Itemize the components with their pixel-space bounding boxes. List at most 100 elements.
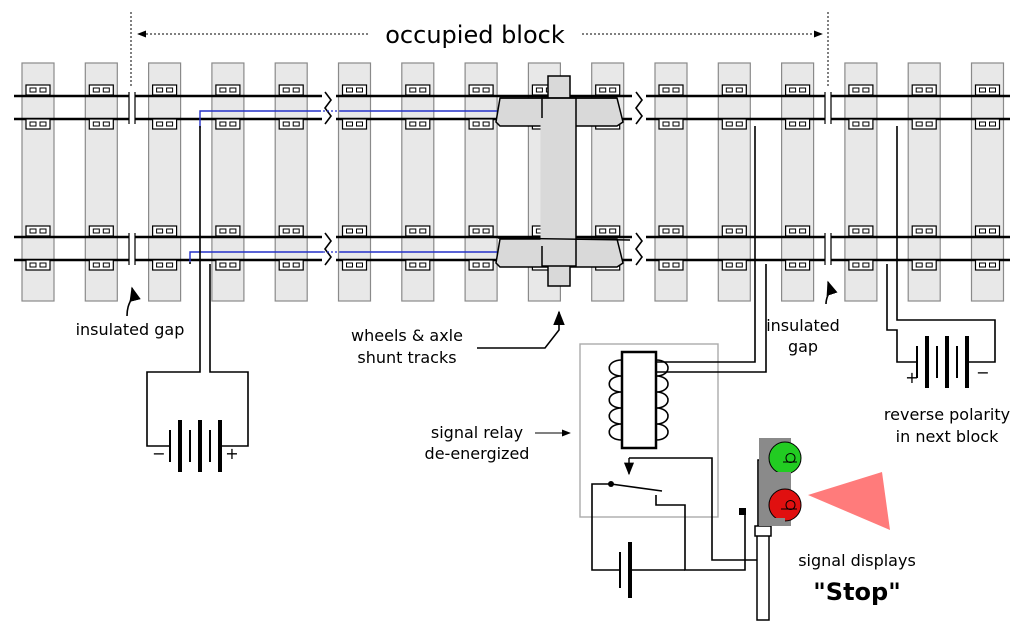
clip-bolt — [356, 87, 363, 93]
clip-bolt — [409, 121, 417, 127]
clip-bolt — [356, 228, 363, 234]
signal-label: signal displays — [798, 551, 916, 570]
clip-bolt — [599, 87, 607, 93]
green-lamp — [768, 441, 802, 475]
insulated-gap-right-label-line1: insulated — [766, 316, 840, 335]
clip-bolt — [419, 228, 427, 234]
rail-clip — [88, 259, 114, 271]
clip-bolt — [419, 87, 427, 93]
clip-bolt — [735, 228, 743, 234]
insulated-gap-right-callout: insulated gap — [766, 280, 840, 356]
clip-bolt — [662, 262, 670, 268]
clip-bolt — [799, 228, 807, 234]
clip-bolt — [29, 87, 37, 93]
clip-bolt — [735, 87, 743, 93]
clip-bolt — [166, 87, 174, 93]
signal-light-beam — [808, 472, 890, 530]
rail-clip — [215, 118, 241, 130]
rail-clip — [974, 118, 1001, 130]
clip-bolt — [39, 121, 47, 127]
clip-bolt — [292, 262, 300, 268]
wheels-callout: wheels & axle shunt tracks — [351, 310, 565, 367]
clip-bolt — [102, 87, 110, 93]
insulated-gap-left-callout: insulated gap — [76, 286, 185, 339]
clip-bolt — [925, 262, 933, 268]
rail-clip — [152, 118, 178, 130]
rail-clip — [721, 259, 747, 271]
clip-bolt — [799, 262, 807, 268]
clip-bolt — [419, 121, 427, 127]
clip-bolt — [799, 121, 807, 127]
clip-bolt — [482, 262, 490, 268]
rail-clip — [468, 84, 494, 96]
occupied-block-label: occupied block — [385, 21, 565, 49]
rail-clips — [25, 84, 1001, 271]
clip-bolt — [852, 228, 860, 234]
clip-bolt — [92, 228, 100, 234]
wheels-label-line2: shunt tracks — [357, 348, 456, 367]
red-lamp — [768, 488, 802, 522]
clip-bolt — [419, 262, 427, 268]
clip-bolt — [979, 87, 986, 93]
wheelset — [495, 75, 631, 287]
clip-bolt — [672, 262, 680, 268]
clip-bolt — [219, 87, 227, 93]
clip-bolt — [852, 121, 860, 127]
clip-bolt — [156, 262, 164, 268]
rail-clip — [341, 259, 368, 271]
rail-clip — [152, 84, 178, 96]
clip-bolt — [725, 121, 733, 127]
clip-bolt — [102, 262, 110, 268]
clip-bolt — [229, 87, 237, 93]
rail-clip — [152, 225, 178, 237]
rail-clip — [911, 225, 937, 237]
clip-bolt — [989, 262, 996, 268]
clip-bolt — [219, 121, 227, 127]
rail-clip — [88, 84, 114, 96]
clip-bolt — [282, 262, 290, 268]
clip-bolt — [409, 87, 417, 93]
signal-head: signal displays "Stop" — [754, 438, 916, 621]
clip-bolt — [852, 262, 860, 268]
clip-bolt — [672, 121, 680, 127]
insulated-gap-left-label: insulated gap — [76, 320, 185, 339]
clip-bolt — [925, 121, 933, 127]
clip-bolt — [799, 87, 807, 93]
reverse-polarity-label-line1: reverse polarity — [884, 405, 1010, 424]
clip-bolt — [409, 228, 417, 234]
clip-bolt — [789, 121, 797, 127]
clip-bolt — [482, 87, 490, 93]
rail-clip — [974, 259, 1001, 271]
clip-bolt — [346, 121, 353, 127]
rail-clip — [215, 84, 241, 96]
rail-clip — [278, 84, 304, 96]
clip-bolt — [862, 87, 870, 93]
rail-clip — [784, 84, 811, 96]
clip-bolt — [672, 228, 680, 234]
clip-bolt — [725, 228, 733, 234]
battery-plus-left: + — [225, 444, 238, 463]
rail-clip — [658, 84, 684, 96]
rail-clip — [595, 84, 621, 96]
clip-bolt — [156, 87, 164, 93]
relay-callout: signal relay de-energized — [425, 423, 571, 463]
clip-bolt — [219, 262, 227, 268]
clip-bolt — [789, 87, 797, 93]
rail-clip — [341, 225, 368, 237]
clip-bolt — [39, 228, 47, 234]
clip-bolt — [219, 228, 227, 234]
rail-clip — [25, 118, 51, 130]
rail-clip — [88, 118, 114, 130]
clip-bolt — [725, 87, 733, 93]
rail-clip — [848, 259, 874, 271]
battery-plus-right: + — [905, 368, 918, 387]
clip-bolt — [662, 87, 670, 93]
rail-clip — [405, 84, 431, 96]
rail-clip — [721, 84, 747, 96]
clip-bolt — [735, 121, 743, 127]
rail-clip — [405, 259, 431, 271]
clip-bolt — [29, 228, 37, 234]
rail-clip — [911, 84, 937, 96]
clip-bolt — [989, 87, 996, 93]
rail-clip — [278, 225, 304, 237]
